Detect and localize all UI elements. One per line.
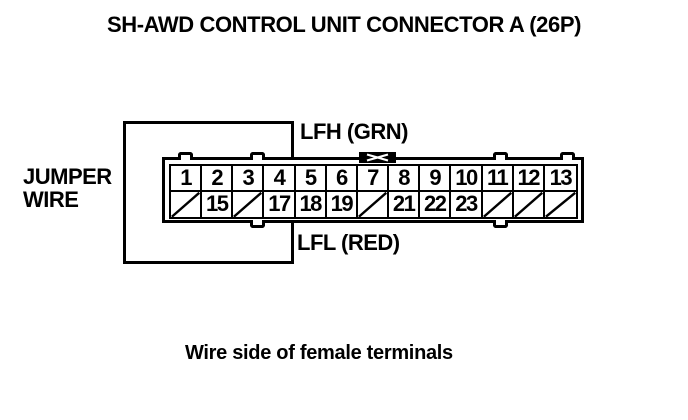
pin-cell-1: 1 <box>171 166 203 192</box>
pin-cell-23: 23 <box>451 191 483 217</box>
terminal-label-lfh: LFH (GRN) <box>300 119 408 144</box>
pin-cell-7: 7 <box>357 166 390 192</box>
pin-cell-3: 3 <box>233 166 265 192</box>
terminal-label-lfl: LFL (RED) <box>297 230 400 255</box>
pin-cell-25-blocked <box>513 191 545 217</box>
pin-cell-20-blocked <box>357 191 390 217</box>
pin-cell-19: 19 <box>326 191 358 217</box>
page-title: SH-AWD CONTROL UNIT CONNECTOR A (26P) <box>106 12 582 37</box>
pin-cell-14-blocked <box>171 191 203 217</box>
pin-cell-10: 10 <box>451 166 483 192</box>
pin-cell-18: 18 <box>295 191 327 217</box>
pin-cell-22: 22 <box>420 191 452 217</box>
pin-cell-8: 8 <box>389 166 421 192</box>
connector-key-tab <box>250 152 265 160</box>
pin-cell-24-blocked <box>482 191 514 217</box>
jumper-wire-label: JUMPER WIRE <box>23 165 112 211</box>
jumper-wire-label-line2: WIRE <box>23 187 79 212</box>
connector-key-tab <box>250 220 265 228</box>
pin-cell-11: 11 <box>482 166 514 192</box>
pin-cell-6: 6 <box>326 166 358 192</box>
connector-key-tab <box>493 152 508 160</box>
jumper-wire-label-line1: JUMPER <box>23 164 112 189</box>
wire-side-caption: Wire side of female terminals <box>185 342 453 364</box>
connector-key-tab <box>178 152 193 160</box>
pin-cell-5: 5 <box>295 166 327 192</box>
pin-cell-4: 4 <box>264 166 296 192</box>
pin-cell-16-blocked <box>233 191 265 217</box>
pin-cell-12: 12 <box>513 166 545 192</box>
pin-cell-9: 9 <box>420 166 452 192</box>
pin-cell-2: 2 <box>202 166 234 192</box>
pin-cell-21: 21 <box>389 191 421 217</box>
connector-key-tab <box>493 220 508 228</box>
pin-cell-13: 13 <box>544 166 576 192</box>
connector-key-tab <box>560 152 575 160</box>
pin-cell-17: 17 <box>264 191 296 217</box>
jumper-terminal-marker-icon <box>359 150 396 163</box>
pin-cell-26-blocked <box>544 191 576 217</box>
pin-cell-15: 15 <box>202 191 234 217</box>
